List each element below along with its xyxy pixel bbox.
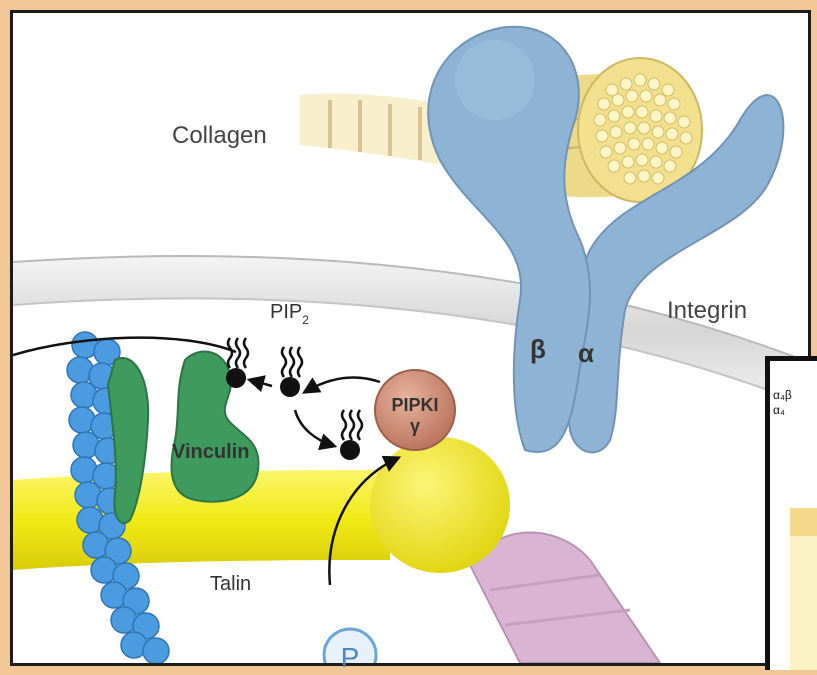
label-beta: β (530, 334, 546, 364)
label-phosphate: P (341, 642, 360, 670)
label-collagen: Collagen (172, 122, 267, 149)
label-pipki-gamma: γ (410, 416, 420, 436)
label-talin: Talin (210, 573, 251, 595)
label-alpha: α (578, 338, 594, 368)
inset-label-2: α₄ (773, 403, 785, 417)
label-pipki: PIPKI (391, 395, 438, 415)
inset-label-1: α₄β (773, 388, 792, 402)
label-integrin: Integrin (667, 297, 747, 324)
talin-head (370, 437, 510, 573)
label-vinculin: Vinculin (172, 441, 249, 463)
inset-panel: α₄β α₄ (765, 356, 817, 670)
